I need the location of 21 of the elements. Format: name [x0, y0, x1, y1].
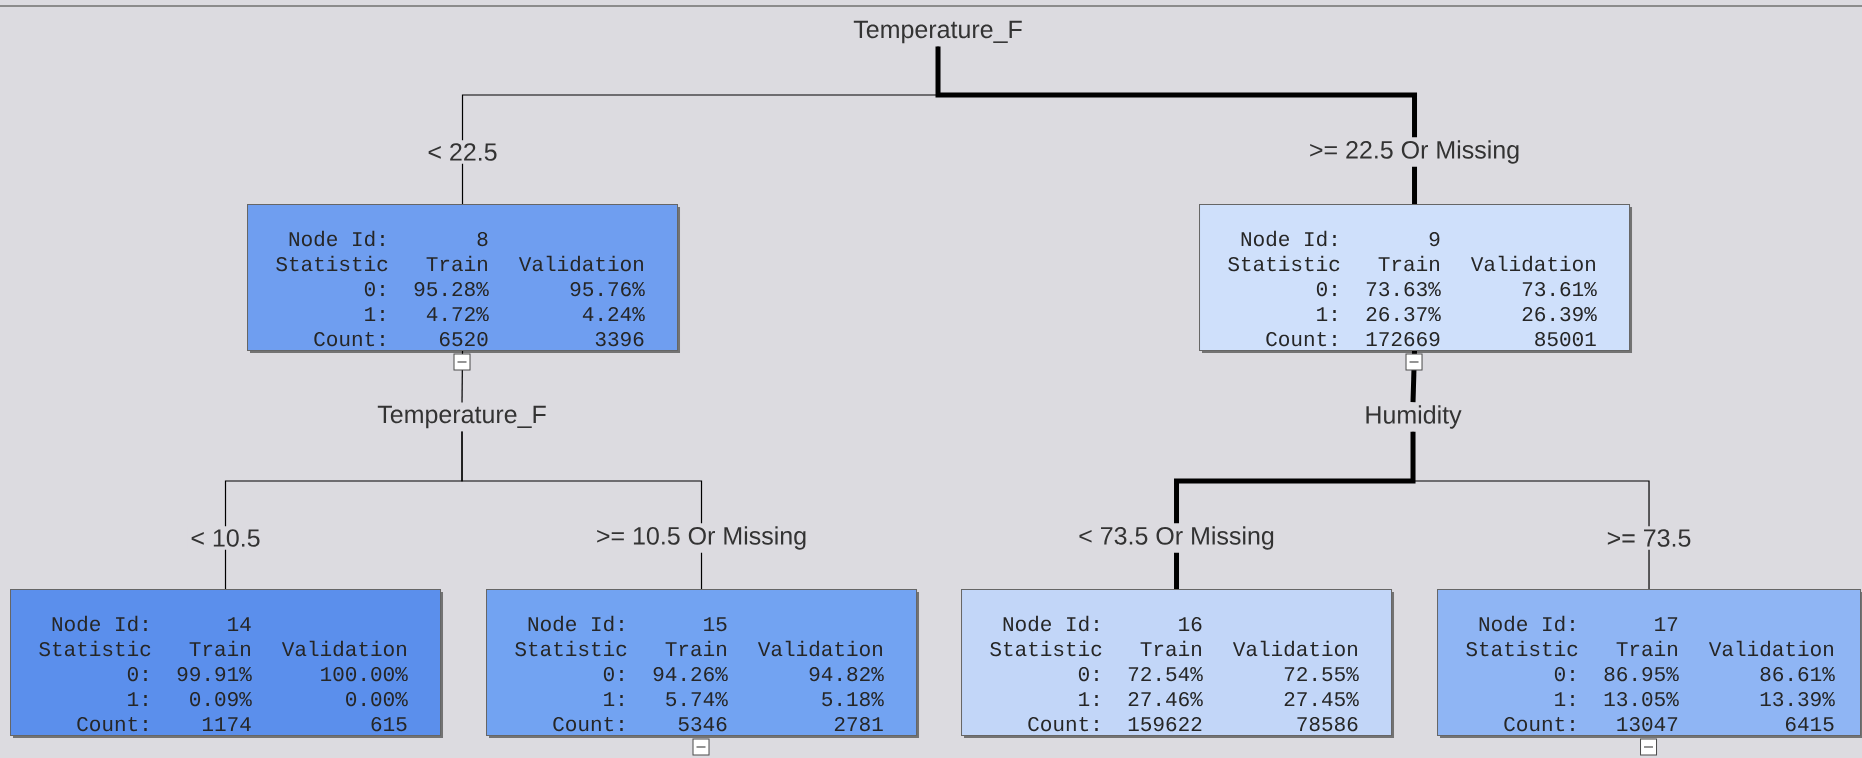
- tree-branch: [461, 350, 464, 404]
- node-box: Node Id: 17 Statistic Train Validation 0: 86.95% 86.61% 1: 13.05% 13.39% Count: 13047 6415: [1437, 589, 1862, 738]
- node-box: Node Id: 14 Statistic Train Validation 0: 99.91% 100.00% 1: 0.09% 0.00% Count: 1174 615: [10, 589, 443, 738]
- tree-branch: [1410, 350, 1417, 403]
- node-box: Node Id: 15 Statistic Train Validation 0: 94.26% 94.82% 1: 5.74% 5.18% Count: 5346 2781: [486, 589, 919, 738]
- split-variable: Temperature_F: [377, 405, 546, 429]
- tree-branch: [1412, 431, 1650, 590]
- node-box: Node Id: 8 Statistic Train Validation 0: 95.28% 95.76% 1: 4.72% 4.24% Count: 6520 3396: [247, 204, 680, 353]
- edge-label: < 22.5: [424, 140, 501, 164]
- split-variable: Temperature_F: [853, 20, 1022, 44]
- node-box: Node Id: 16 Statistic Train Validation 0: 72.54% 72.55% 1: 27.46% 27.45% Count: 159622 78586: [961, 589, 1394, 738]
- edge-label: < 10.5: [187, 526, 264, 550]
- node-box: Node Id: 9 Statistic Train Validation 0: 73.63% 73.61% 1: 26.37% 26.39% Count: 172669 85001: [1199, 204, 1632, 353]
- tree-branch: [935, 46, 1417, 204]
- edge-label: < 73.5 Or Missing: [1075, 523, 1278, 553]
- tree-branch: [461, 430, 703, 590]
- split-variable: Humidity: [1366, 405, 1462, 429]
- tree-branch: [1174, 431, 1416, 589]
- edge-label: >= 10.5 Or Missing: [592, 523, 811, 553]
- edge-label: >= 22.5 Or Missing: [1305, 137, 1524, 167]
- edge-label: >= 73.5: [1603, 526, 1695, 550]
